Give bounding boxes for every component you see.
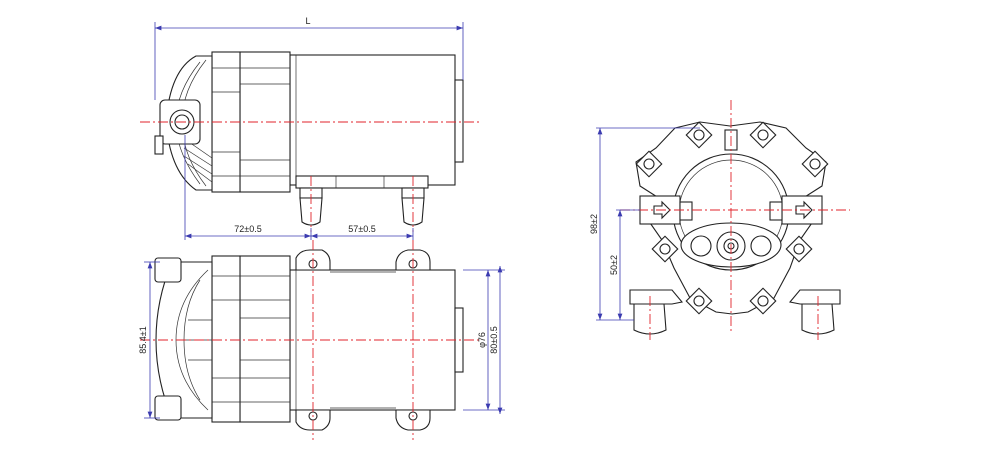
side-view-bottom: 85.4±1 φ76 80±0.5 [138, 240, 505, 440]
foot-right [401, 197, 425, 226]
front-view: 98±2 50±2 [589, 100, 850, 340]
dim-total-height: 98±2 [589, 214, 599, 234]
mount-bracket [295, 175, 429, 189]
dim-side-width: 85.4±1 [138, 326, 148, 353]
dim-overall-length: L [305, 16, 310, 26]
motor-body [289, 54, 456, 186]
flow-arrow-icon [653, 200, 671, 220]
dim-foot-width: 80±0.5 [489, 326, 499, 353]
dim-center-height: 50±2 [609, 255, 619, 275]
dim-motor-diameter: φ76 [477, 332, 487, 348]
screw-boss-group [635, 121, 829, 315]
foot-left [299, 197, 323, 226]
dim-inlet-to-foot: 72±0.5 [234, 224, 261, 234]
dim-foot-spacing: 57±0.5 [348, 224, 375, 234]
flow-arrow-icon [795, 200, 813, 220]
motor-body-bottom [289, 269, 456, 411]
side-view-top: L 72±0.5 57±0.5 [140, 16, 480, 240]
